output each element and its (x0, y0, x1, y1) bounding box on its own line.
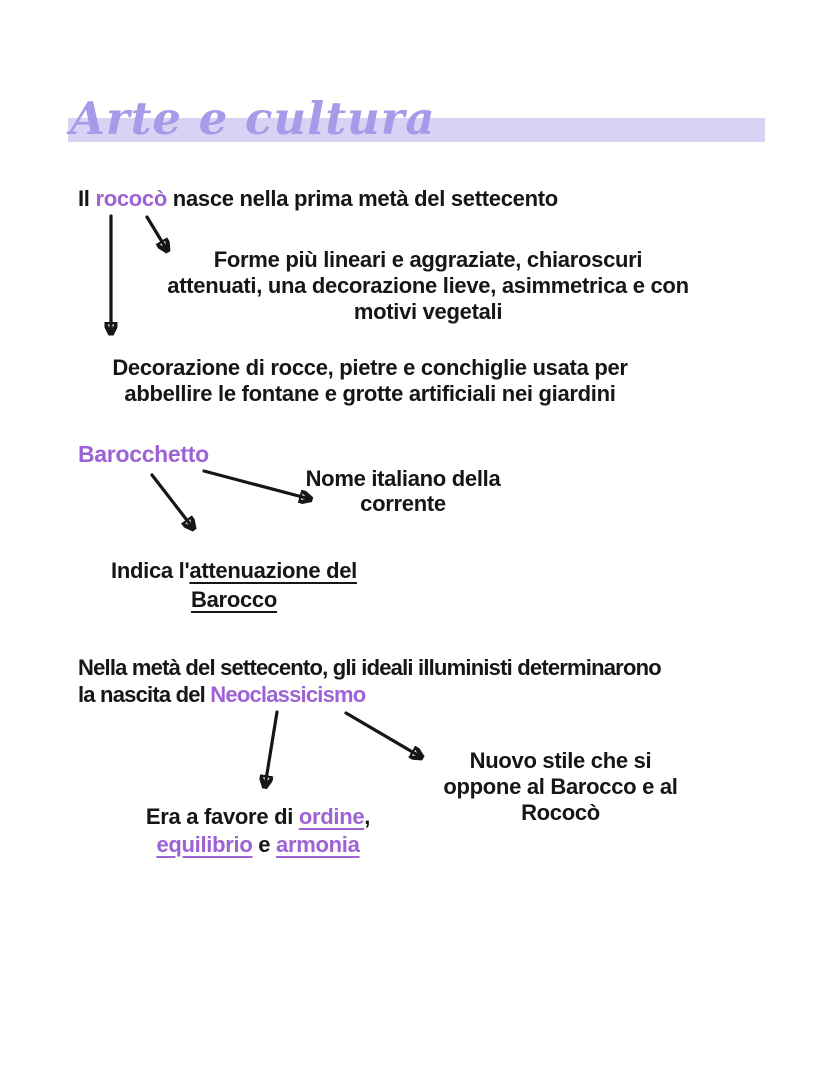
indica-prefix: Indica l' (111, 558, 190, 583)
note-intro-line: Il rococò nasce nella prima metà del set… (78, 186, 558, 212)
page-title: Arte e cultura (70, 92, 436, 145)
note-indica-line1: Indica l'attenuazione del (88, 556, 380, 585)
keyword-ordine: ordine (298, 804, 365, 829)
indica-underlined-1: attenuazione del (189, 558, 357, 583)
arrow-neoclassicismo-to-era-icon (265, 710, 279, 786)
arrow-neoclassicismo-to-nuovo-icon (344, 711, 421, 757)
intro-prefix: Il (78, 186, 96, 211)
note-indica: Indica l'attenuazione del Barocco (88, 556, 380, 614)
era-favore-line2: equilibrio e armonia (108, 831, 408, 859)
keyword-barocchetto: Barocchetto (78, 441, 209, 467)
keyword-neoclassicismo: Neoclassicismo (210, 682, 366, 707)
era-comma: , (364, 804, 371, 829)
note-decorazione-line2: abbellire le fontane e grotte artificial… (124, 381, 616, 406)
note-era-favore: Era a favore di ordine, equilibrio e arm… (108, 803, 408, 859)
note-nome-line1: Nome italiano della (305, 466, 501, 491)
note-nome-line2: corrente (360, 491, 446, 516)
title-highlight-bar (68, 118, 765, 142)
arrow-barocchetto-to-indica-icon (150, 473, 193, 528)
neoclassicismo-line2: la nascita del Neoclassicismo (78, 681, 661, 708)
indica-underlined-2: Barocco (191, 587, 277, 612)
era-sep: e (252, 832, 277, 857)
note-decorazione-line1: Decorazione di rocce, pietre e conchigli… (112, 355, 628, 380)
keyword-armonia: armonia (276, 832, 360, 857)
keyword-rococo: rococò (95, 186, 167, 211)
note-forme-line3: motivi vegetali (353, 299, 503, 324)
neoclassicismo-line2-prefix: la nascita del (78, 682, 211, 707)
arrow-rococo-to-forme-icon (145, 215, 167, 250)
note-forme: Forme più lineari e aggraziate, chiarosc… (128, 247, 728, 325)
era-favore-line1: Era a favore di ordine, (108, 803, 408, 831)
note-nome-italiano: Nome italiano della corrente (298, 466, 508, 516)
nuovo-stile-line2: oppone al Barocco e al (443, 774, 678, 799)
keyword-equilibrio: equilibrio (156, 832, 253, 857)
nuovo-stile-line1: Nuovo stile che si (469, 748, 652, 773)
neoclassicismo-line1: Nella metà del settecento, gli ideali il… (78, 655, 662, 680)
note-decorazione: Decorazione di rocce, pietre e conchigli… (70, 355, 670, 407)
nuovo-stile-line3: Rococò (521, 800, 600, 825)
arrow-barocchetto-to-nome-icon (202, 469, 310, 499)
era-prefix: Era a favore di (145, 804, 299, 829)
note-forme-line2: attenuati, una decorazione lieve, asimme… (167, 273, 689, 298)
note-forme-line1: Forme più lineari e aggraziate, chiarosc… (213, 247, 643, 272)
note-neoclassicismo-intro: Nella metà del settecento, gli ideali il… (78, 654, 662, 708)
note-nuovo-stile: Nuovo stile che si oppone al Barocco e a… (428, 748, 693, 826)
intro-suffix: nasce nella prima metà del settecento (167, 186, 558, 211)
